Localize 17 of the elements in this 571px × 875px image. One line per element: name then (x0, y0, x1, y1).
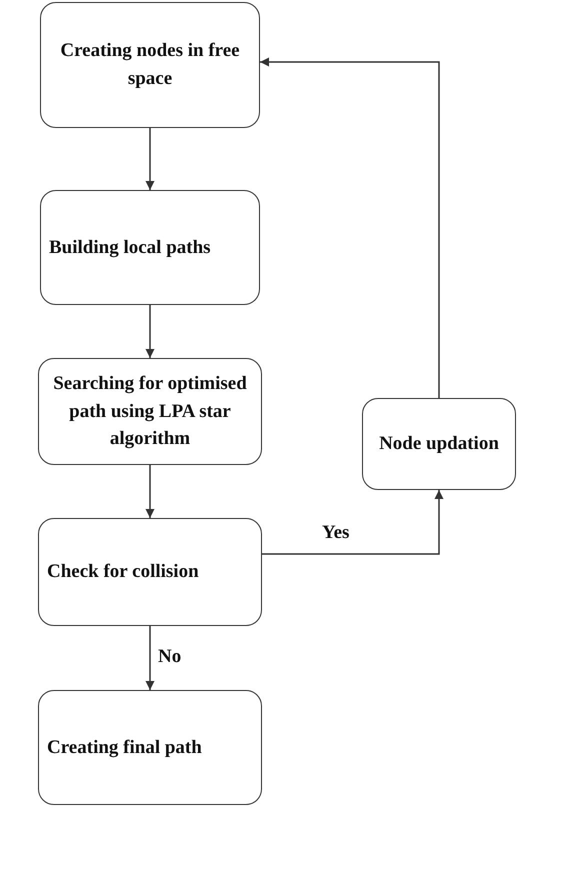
process-box (38, 358, 262, 465)
process-box (38, 518, 262, 626)
arrow (146, 305, 154, 358)
box-text: Check for collision (46, 560, 200, 584)
process-box (40, 2, 260, 128)
arrow (146, 626, 154, 690)
process-box (38, 690, 262, 805)
box-text: Node updation (378, 432, 500, 456)
box-text: Searching for optimised path using LPA star algorithm (52, 372, 248, 452)
box-text: Creating final path (46, 736, 203, 760)
box-text: Building local paths (48, 236, 212, 260)
arrow (146, 128, 154, 190)
box-text: Creating nodes in free space (59, 39, 241, 91)
process-box (40, 190, 260, 305)
process-box (362, 398, 516, 490)
arrow (146, 465, 154, 518)
arrow (260, 58, 440, 398)
